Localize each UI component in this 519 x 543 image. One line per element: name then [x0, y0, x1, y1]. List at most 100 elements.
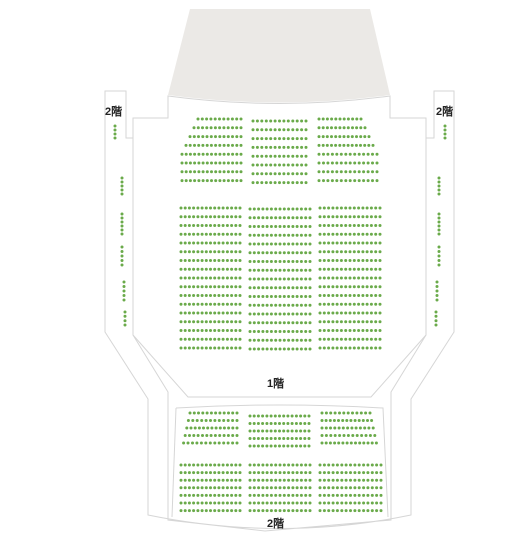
seat-f1-front-center[interactable]: [286, 154, 290, 158]
seat-f1-rear-center[interactable]: [278, 242, 282, 246]
seat-f1-front-left[interactable]: [200, 117, 204, 121]
seat-f2-rear-back-left[interactable]: [221, 486, 225, 490]
seat-f2-rear-front-left[interactable]: [213, 441, 217, 445]
seat-f1-rear-center[interactable]: [248, 321, 252, 325]
seat-f1-front-left[interactable]: [218, 161, 222, 165]
seat-f2-rear-front-center[interactable]: [307, 422, 311, 425]
seat-f1-rear-left[interactable]: [209, 206, 212, 210]
seat-f2-rear-back-right[interactable]: [357, 486, 361, 490]
seat-f1-rear-right[interactable]: [378, 206, 382, 210]
seat-f1-front-left[interactable]: [231, 126, 234, 130]
seat-f1-rear-right[interactable]: [352, 259, 356, 262]
seat-f2-rear-back-center[interactable]: [308, 471, 312, 475]
seat-f1-rear-left[interactable]: [187, 224, 191, 227]
seat-f1-front-center[interactable]: [300, 172, 304, 176]
seat-f2-rear-front-right[interactable]: [357, 419, 361, 422]
seat-f1-front-center[interactable]: [264, 181, 268, 185]
seat-f2-rear-back-right[interactable]: [344, 463, 348, 467]
seat-f2-rear-front-right[interactable]: [364, 434, 368, 437]
seat-f1-rear-center[interactable]: [257, 303, 261, 307]
seat-f2-side-right[interactable]: [437, 180, 441, 184]
seat-f1-rear-right[interactable]: [335, 346, 339, 350]
seat-f1-rear-right[interactable]: [331, 215, 335, 219]
seat-f1-front-left[interactable]: [226, 135, 230, 139]
seat-f1-rear-right[interactable]: [318, 329, 322, 332]
seat-f1-rear-right[interactable]: [352, 302, 356, 306]
seat-f1-rear-center[interactable]: [291, 251, 295, 255]
seat-f1-front-left[interactable]: [205, 135, 209, 139]
seat-f1-rear-right[interactable]: [344, 250, 348, 254]
seat-f1-rear-left[interactable]: [213, 285, 217, 289]
seat-f1-rear-right[interactable]: [339, 224, 343, 227]
seat-f1-front-center[interactable]: [273, 119, 277, 123]
seat-f1-rear-center[interactable]: [269, 260, 273, 263]
seat-f1-rear-center[interactable]: [295, 277, 299, 281]
seat-f2-rear-front-right[interactable]: [320, 426, 324, 430]
seat-f1-rear-center[interactable]: [261, 216, 265, 220]
seat-f2-side-right[interactable]: [437, 216, 441, 220]
seat-f2-rear-back-right[interactable]: [362, 486, 366, 490]
seat-f2-rear-front-left[interactable]: [200, 419, 204, 422]
seat-f2-rear-back-center[interactable]: [282, 509, 286, 513]
seat-f2-rear-front-left[interactable]: [186, 419, 190, 422]
seat-f2-rear-back-center[interactable]: [248, 486, 252, 490]
seat-f1-rear-right[interactable]: [369, 320, 373, 324]
seat-f1-rear-left[interactable]: [234, 337, 238, 341]
seat-f1-rear-right[interactable]: [318, 232, 322, 236]
seat-f1-front-center[interactable]: [295, 145, 299, 149]
seat-f1-rear-left[interactable]: [183, 276, 187, 280]
seat-f1-rear-left[interactable]: [221, 215, 225, 219]
seat-f1-rear-center[interactable]: [252, 233, 256, 237]
seat-f1-rear-right[interactable]: [369, 267, 373, 271]
seat-f2-rear-back-right[interactable]: [327, 493, 331, 497]
seat-f1-rear-right[interactable]: [352, 311, 356, 315]
seat-f1-rear-right[interactable]: [331, 250, 335, 254]
seat-f1-rear-left[interactable]: [196, 302, 200, 306]
seat-f1-rear-left[interactable]: [213, 337, 217, 341]
seat-f2-rear-back-left[interactable]: [192, 463, 196, 467]
seat-f2-rear-back-right[interactable]: [331, 463, 335, 467]
seat-f1-front-center[interactable]: [255, 181, 259, 185]
seat-f1-rear-center[interactable]: [274, 225, 278, 228]
seat-f1-rear-right[interactable]: [357, 267, 361, 271]
seat-f1-rear-center[interactable]: [269, 321, 273, 325]
seat-f1-front-right[interactable]: [346, 143, 350, 147]
seat-f2-rear-back-center[interactable]: [278, 471, 282, 475]
seat-f2-rear-front-center[interactable]: [299, 422, 303, 425]
seat-f2-rear-back-left[interactable]: [196, 486, 200, 490]
seat-f1-rear-left[interactable]: [183, 346, 187, 350]
seat-f1-front-right[interactable]: [359, 126, 363, 130]
seat-f2-rear-back-left[interactable]: [183, 501, 187, 505]
seat-f1-rear-left[interactable]: [234, 294, 238, 297]
seat-f2-side-left[interactable]: [120, 250, 124, 253]
seat-f1-rear-center[interactable]: [257, 251, 261, 255]
seat-f1-rear-left[interactable]: [196, 329, 200, 332]
seat-f1-front-center[interactable]: [282, 145, 286, 149]
seat-f1-rear-right[interactable]: [369, 346, 373, 350]
seat-f2-rear-front-right[interactable]: [333, 441, 337, 445]
seat-f1-front-right[interactable]: [353, 170, 357, 174]
seat-f1-rear-left[interactable]: [196, 320, 200, 324]
seat-f2-rear-back-right[interactable]: [362, 493, 366, 497]
seat-f1-rear-center[interactable]: [282, 207, 286, 211]
seat-f1-rear-center[interactable]: [248, 216, 252, 220]
seat-f1-rear-center[interactable]: [257, 207, 261, 211]
seat-f1-front-center[interactable]: [291, 172, 295, 176]
seat-f1-rear-right[interactable]: [369, 311, 373, 315]
seat-f2-rear-front-left[interactable]: [210, 426, 214, 430]
seat-f1-rear-left[interactable]: [213, 329, 217, 332]
seat-f1-front-right[interactable]: [325, 143, 329, 147]
seat-f2-rear-back-center[interactable]: [248, 471, 252, 475]
seat-f1-rear-right[interactable]: [352, 346, 356, 350]
seat-f1-rear-right[interactable]: [365, 276, 369, 280]
seat-f1-rear-right[interactable]: [327, 346, 331, 350]
seat-f1-front-right[interactable]: [366, 152, 370, 156]
seat-f2-rear-back-right[interactable]: [357, 493, 361, 497]
seat-f2-rear-back-center[interactable]: [248, 501, 252, 505]
seat-f1-front-left[interactable]: [201, 126, 204, 130]
seat-f1-rear-right[interactable]: [378, 329, 382, 332]
seat-f1-front-right[interactable]: [344, 170, 348, 174]
seat-f1-rear-left[interactable]: [217, 285, 221, 289]
seat-f1-rear-right[interactable]: [352, 276, 356, 280]
seat-f2-rear-back-left[interactable]: [238, 509, 242, 513]
